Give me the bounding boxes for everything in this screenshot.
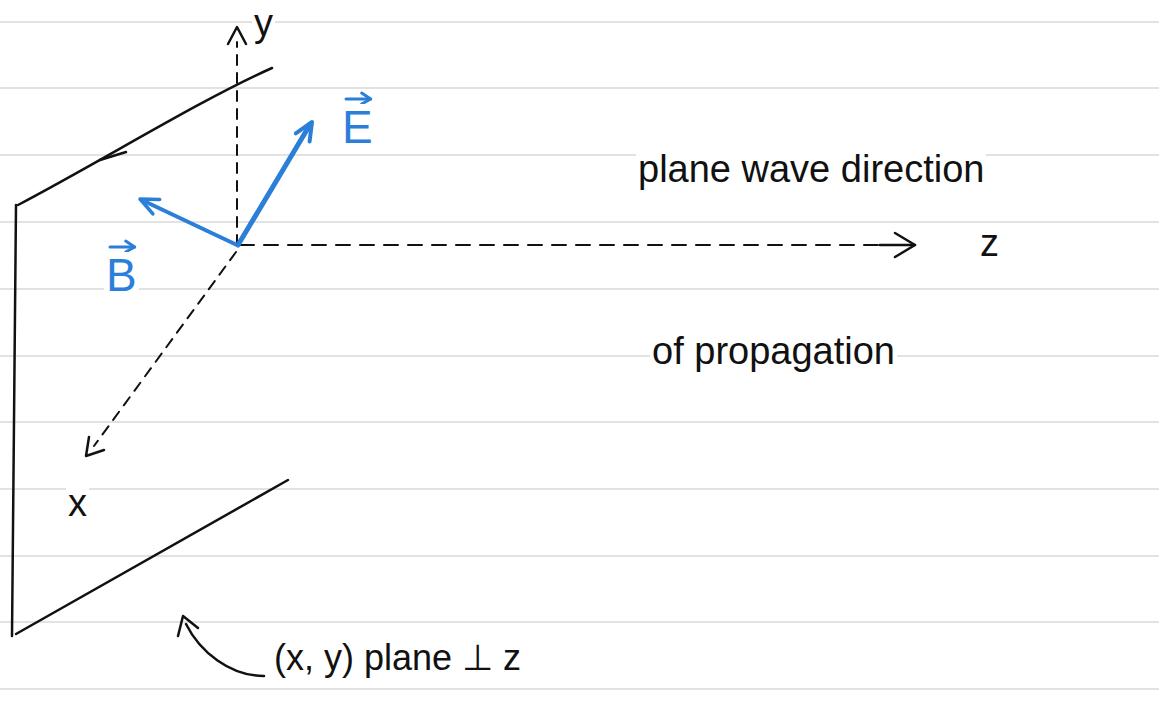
- b-field-vector: [140, 199, 160, 214]
- x-axis: [94, 252, 236, 446]
- plane-edge: [18, 68, 272, 205]
- axis-label: x: [66, 484, 89, 522]
- plane-edge: [12, 205, 16, 636]
- note-text: (x, y) plane ⊥ z: [272, 640, 523, 676]
- z-axis: [880, 244, 915, 247]
- b-field-vector: [146, 202, 237, 245]
- e-field-vector: [238, 128, 308, 245]
- vector-arrow: [110, 241, 135, 252]
- plane-tick: [100, 152, 126, 160]
- vector-label: E: [340, 104, 375, 150]
- axis-label: z: [978, 224, 1001, 262]
- vector-arrow: [362, 93, 371, 104]
- pointer-arrow: [178, 616, 198, 636]
- e-field-vector: [296, 122, 312, 142]
- pointer-arrow: [186, 624, 264, 676]
- axis-label: y: [252, 4, 275, 42]
- z-axis: [240, 244, 880, 246]
- note-text: of propagation: [650, 332, 897, 370]
- vector-arrow: [126, 241, 135, 252]
- ruled-lines: [0, 22, 1159, 689]
- vector-arrow: [346, 93, 371, 104]
- vector-label: B: [104, 252, 139, 298]
- note-text: plane wave direction: [636, 150, 986, 188]
- plane-edge: [16, 480, 288, 634]
- y-axis: [236, 42, 238, 245]
- axis-arrowhead: [86, 437, 104, 456]
- axis-arrowhead: [895, 233, 915, 257]
- axis-arrowhead: [228, 27, 246, 44]
